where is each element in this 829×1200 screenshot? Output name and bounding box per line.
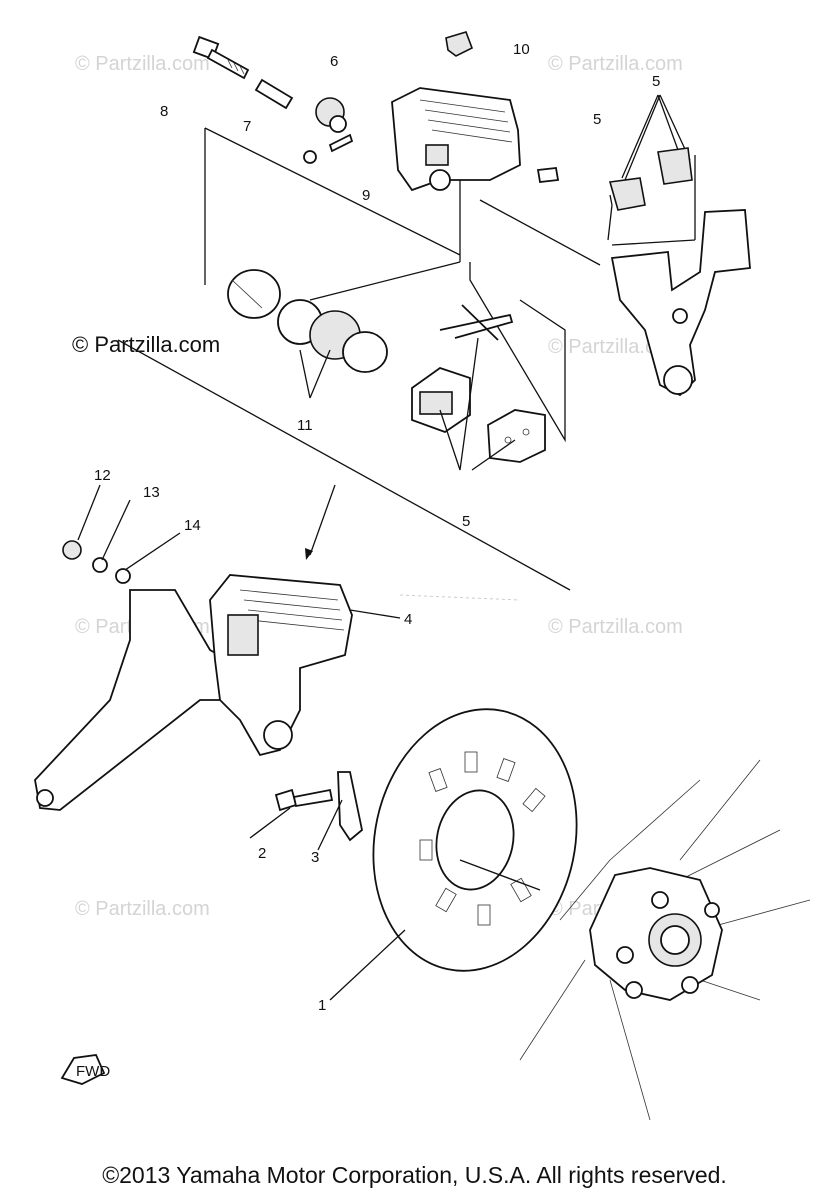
screw-part-9 xyxy=(303,133,354,164)
caliper-support xyxy=(610,209,751,397)
callout-3: 3 xyxy=(311,849,319,866)
callout-8: 8 xyxy=(160,103,168,120)
callout-10: 10 xyxy=(513,41,530,58)
fwd-arrow-icon: FWD xyxy=(60,1054,110,1085)
brake-disc-part-1 xyxy=(372,708,578,972)
washer-part-14 xyxy=(115,568,131,584)
callout-14: 14 xyxy=(184,517,201,534)
brake-pad-left xyxy=(411,367,471,434)
watermark: © Partzilla.com xyxy=(75,898,210,920)
pad-shim-right xyxy=(608,147,693,211)
callout-7: 7 xyxy=(243,118,251,135)
bleeder-part-6 xyxy=(315,97,347,133)
washer-part-13 xyxy=(92,557,108,573)
fwd-label: FWD xyxy=(76,1063,110,1080)
bolt-part-5-upper xyxy=(536,167,560,183)
piston xyxy=(227,269,281,319)
callout-9: 9 xyxy=(362,187,370,204)
copyright-footer: ©2013 Yamaha Motor Corporation, U.S.A. A… xyxy=(102,1162,727,1188)
callout-2: 2 xyxy=(258,845,266,862)
wheel-hub xyxy=(519,759,811,1121)
callout-13: 13 xyxy=(143,484,160,501)
sleeve-part-7 xyxy=(254,78,294,110)
callout-11: 11 xyxy=(297,417,313,434)
watermark-dark: © Partzilla.com xyxy=(72,332,220,357)
callout-5-bolt: 5 xyxy=(593,111,601,128)
watermark: © Partzilla.com xyxy=(548,53,683,75)
lock-plate-part-3 xyxy=(337,771,363,842)
brake-pad-right xyxy=(487,409,546,463)
callout-1: 1 xyxy=(318,997,326,1014)
bolt-part-8 xyxy=(192,35,250,80)
callout-12: 12 xyxy=(94,467,111,484)
nut-part-12 xyxy=(62,540,82,560)
pad-spring xyxy=(439,304,514,341)
caliper-body-upper xyxy=(391,87,521,192)
seal-part-11 xyxy=(277,299,388,373)
bolt-part-2 xyxy=(274,788,334,812)
torque-bracket xyxy=(34,589,247,811)
watermark: © Partzilla.com xyxy=(75,53,210,75)
callout-5-lower: 5 xyxy=(462,513,470,530)
caliper-assembly-part-4 xyxy=(209,574,353,757)
clip-part-10 xyxy=(445,31,474,57)
callout-6: 6 xyxy=(330,53,338,70)
watermark: © Partzilla.com xyxy=(548,616,683,638)
callout-4: 4 xyxy=(404,611,412,628)
callout-5-shim: 5 xyxy=(652,73,660,90)
